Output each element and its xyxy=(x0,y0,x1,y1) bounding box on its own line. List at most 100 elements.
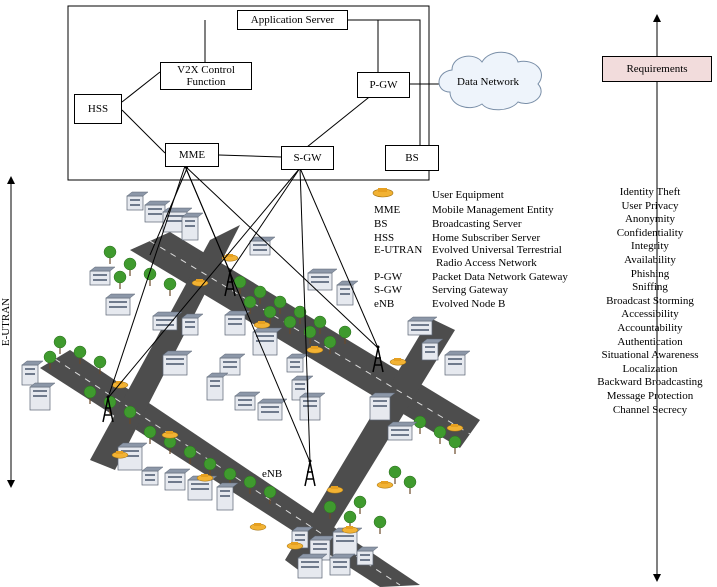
building-icon xyxy=(216,482,239,511)
bs-box: BS xyxy=(385,145,439,171)
legend-desc: Evolved Node B xyxy=(432,298,506,310)
sgw-box: S-GW xyxy=(281,146,334,170)
data-network-cloud xyxy=(438,51,542,111)
requirement-item: Confidentiality xyxy=(616,226,684,239)
requirement-item: Sniffing xyxy=(632,281,668,294)
tree-icon xyxy=(123,405,137,424)
vehicle-icon xyxy=(389,358,407,366)
vehicle-icon xyxy=(446,424,464,432)
tree-icon xyxy=(413,415,427,434)
requirement-item: Availability xyxy=(624,254,676,266)
building-icon xyxy=(21,360,44,386)
legend-desc: Serving Gateway xyxy=(432,284,509,296)
tree-icon xyxy=(293,305,307,324)
requirements-box: Requirements xyxy=(602,56,712,82)
building-icon xyxy=(299,392,326,421)
enb-tower-icon xyxy=(304,459,316,487)
tree-icon xyxy=(353,495,367,514)
vehicle-icon xyxy=(249,523,267,531)
vehicles xyxy=(111,254,464,550)
legend-desc: Packet Data Network Gateway xyxy=(432,271,568,283)
tree-icon xyxy=(323,335,337,354)
legend-abbr: P-GW xyxy=(374,271,403,283)
tree-icon xyxy=(183,445,197,464)
building-icon xyxy=(356,546,379,566)
vehicle-icon xyxy=(111,381,129,389)
building-icon xyxy=(286,353,309,373)
requirement-item: Identity Theft xyxy=(619,186,681,198)
building-icon xyxy=(224,310,251,336)
radio-links xyxy=(107,165,379,463)
legend-abbr: BS xyxy=(374,218,388,230)
tree-icon xyxy=(113,270,127,289)
legend-abbr: S-GW xyxy=(374,284,403,296)
core-network-frame xyxy=(67,5,430,181)
trees xyxy=(43,245,462,534)
legend-desc: Mobile Management Entity xyxy=(432,204,554,216)
requirement-item: Channel Secrecy xyxy=(612,403,688,416)
requirement-item: Accountability xyxy=(617,322,683,334)
building-icon xyxy=(252,327,283,356)
tree-icon xyxy=(323,500,337,519)
bs-label: BS xyxy=(405,152,419,164)
building-icon xyxy=(152,311,183,331)
tree-icon xyxy=(373,515,387,534)
requirement-item: Authentication xyxy=(617,335,683,348)
eutran-label: E-UTRAN xyxy=(0,297,13,347)
tree-icon xyxy=(243,475,257,494)
building-icon xyxy=(181,313,204,336)
data-network-label: Data Network xyxy=(457,76,520,88)
application-server-label: Application Server xyxy=(250,14,335,26)
tree-icon xyxy=(143,425,157,444)
legend-abbr: eNB xyxy=(374,298,395,310)
tree-icon xyxy=(93,355,107,374)
tree-icon xyxy=(273,295,287,314)
tree-icon xyxy=(283,315,297,334)
legend-desc: Home Subscriber Server xyxy=(432,232,541,244)
building-icon xyxy=(307,268,338,291)
tree-icon xyxy=(338,325,352,344)
building-icon xyxy=(421,338,444,361)
building-icon xyxy=(297,553,328,579)
vehicle-icon xyxy=(286,542,304,550)
core-links xyxy=(121,19,446,158)
tree-icon xyxy=(263,485,277,504)
vehicle-icon xyxy=(341,526,359,534)
building-icon xyxy=(181,212,204,241)
building-icon xyxy=(387,421,418,441)
legend-abbr: MME xyxy=(374,204,401,216)
building-icon xyxy=(89,266,116,286)
vehicle-icon xyxy=(111,451,129,459)
tree-icon xyxy=(53,335,67,354)
building-icon xyxy=(105,293,136,316)
requirement-item: User Privacy xyxy=(621,199,679,212)
requirement-item: Situational Awareness xyxy=(601,349,699,362)
tree-icon xyxy=(263,305,277,324)
tree-icon xyxy=(403,475,417,494)
vehicle-icon xyxy=(161,431,179,439)
tree-icon xyxy=(233,275,247,294)
vehicle-icon xyxy=(253,321,271,329)
requirement-item: Broadcast Storming xyxy=(606,294,694,307)
hss-box: HSS xyxy=(74,94,122,124)
building-icon xyxy=(329,553,356,576)
vehicle-icon xyxy=(326,486,344,494)
vehicle-icon xyxy=(376,481,394,489)
legend-abbr: E-UTRAN xyxy=(374,244,423,256)
building-icon xyxy=(336,280,359,306)
requirement-item: Integrity xyxy=(631,240,669,253)
v2x-control-function-box: V2X Control Function xyxy=(160,62,252,90)
building-icon xyxy=(29,382,56,411)
tree-icon xyxy=(73,345,87,364)
building-icon xyxy=(206,372,229,401)
buildings xyxy=(21,191,471,579)
building-icon xyxy=(234,391,261,411)
requirement-item: Anonymity xyxy=(624,213,676,226)
tree-icon xyxy=(103,245,117,264)
tree-icon xyxy=(388,465,402,484)
v2x-control-function-label: V2X Control Function xyxy=(177,64,235,88)
legend-desc: Evolved Universal Terrestrial xyxy=(432,244,562,256)
enb-label: eNB xyxy=(262,468,283,480)
tree-icon xyxy=(313,315,327,334)
user-equipment-icon xyxy=(372,188,394,198)
